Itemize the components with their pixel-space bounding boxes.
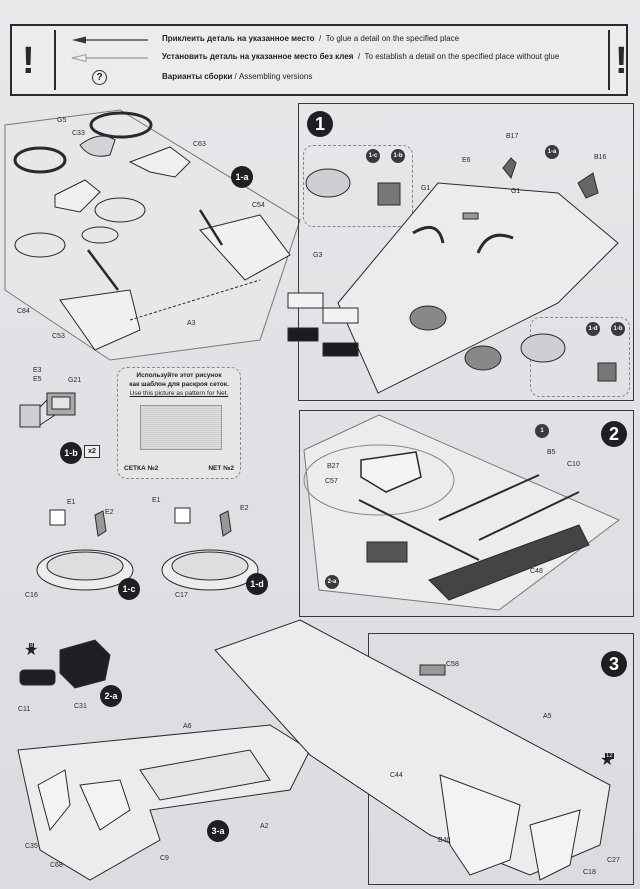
step-1a-drawing bbox=[4, 109, 301, 361]
step-badge-3a: 3-a bbox=[207, 820, 229, 842]
part-label: E1 bbox=[67, 499, 76, 506]
no-glue-arrow-icon bbox=[71, 53, 148, 63]
step-badge-2a: 2-a bbox=[100, 685, 122, 707]
divider bbox=[608, 30, 610, 90]
part-label: A3 bbox=[187, 320, 196, 327]
part-label: E2 bbox=[105, 509, 114, 516]
part-label: C58 bbox=[446, 661, 459, 668]
sep: / bbox=[357, 52, 361, 61]
callout-1d: 1-d bbox=[586, 322, 600, 336]
part-label: C17 bbox=[175, 592, 188, 599]
part-label: C54 bbox=[252, 202, 265, 209]
star-icon: ★12 bbox=[600, 752, 615, 769]
legend-versions-en: Assembling versions bbox=[238, 72, 313, 81]
legend-versions: Варианты сборки / Assembling versions bbox=[162, 72, 312, 81]
part-label: E5 bbox=[33, 376, 42, 383]
part-label: C63 bbox=[193, 141, 206, 148]
legend-glue: Приклеить деталь на указанное место / To… bbox=[162, 34, 459, 43]
net-en-label: NET №2 bbox=[208, 465, 234, 472]
sep: / bbox=[318, 34, 322, 43]
legend-no-glue: Установить деталь на указанное место без… bbox=[162, 52, 559, 61]
part-label: C84 bbox=[17, 308, 30, 315]
step-badge-1b: 1-b bbox=[60, 442, 82, 464]
warning-icon-right: ! bbox=[615, 40, 628, 82]
part-label: C33 bbox=[72, 130, 85, 137]
part-label: A5 bbox=[543, 713, 552, 720]
part-label: C68 bbox=[50, 862, 63, 869]
net-pattern-box: Используйте этот рисунок как шаблон для … bbox=[117, 367, 241, 479]
part-label: B16 bbox=[594, 154, 607, 161]
divider bbox=[54, 30, 56, 90]
part-label: C9 bbox=[160, 855, 169, 862]
star-number: 8 bbox=[29, 643, 35, 649]
part-label: G1 bbox=[421, 185, 431, 192]
step-1c-1d-drawing bbox=[36, 507, 259, 591]
warning-icon-left: ! bbox=[22, 40, 35, 82]
part-label: G5 bbox=[57, 117, 67, 124]
step-1-drawing bbox=[287, 157, 619, 394]
legend-no-glue-ru: Установить деталь на указанное место без… bbox=[162, 52, 354, 61]
sep: / bbox=[234, 72, 237, 81]
part-label: C35 bbox=[25, 843, 38, 850]
part-label: B40 bbox=[438, 837, 451, 844]
star-number: 12 bbox=[605, 753, 614, 759]
part-label: B27 bbox=[327, 463, 340, 470]
part-label: C11 bbox=[18, 706, 31, 713]
part-label: G1 bbox=[511, 188, 521, 195]
legend-no-glue-en: To establish a detail on the specified p… bbox=[364, 52, 560, 61]
quantity-badge: x2 bbox=[84, 445, 100, 458]
question-icon: ? bbox=[92, 70, 107, 85]
part-label: C57 bbox=[325, 478, 338, 485]
legend-box: ! Приклеить деталь на указанное место / … bbox=[10, 24, 628, 96]
part-label: C18 bbox=[583, 869, 596, 876]
step-badge-1c: 1-c bbox=[118, 578, 140, 600]
callout-2a: 2-a bbox=[325, 575, 339, 589]
part-label: G21 bbox=[68, 377, 82, 384]
part-label: E2 bbox=[240, 505, 249, 512]
step-2-panel bbox=[299, 410, 634, 617]
legend-glue-ru: Приклеить деталь на указанное место bbox=[162, 34, 315, 43]
callout-1c: 1-c bbox=[366, 149, 380, 163]
net-en: Use this picture as pattern for Net. bbox=[129, 390, 229, 397]
callout-1: 1 bbox=[535, 424, 549, 438]
glue-arrow-icon bbox=[72, 36, 148, 44]
step-badge-2: 2 bbox=[601, 421, 627, 447]
net-template bbox=[140, 405, 222, 450]
step-3-drawing bbox=[214, 619, 611, 881]
callout-1a: 1-a bbox=[545, 145, 559, 159]
legend-glue-en: To glue a detail on the specified place bbox=[325, 34, 460, 43]
step-3a-drawing bbox=[17, 724, 311, 881]
part-label: C10 bbox=[567, 461, 580, 468]
step-badge-3: 3 bbox=[601, 651, 627, 677]
part-label: G3 bbox=[313, 252, 323, 259]
part-label: C53 bbox=[52, 333, 65, 340]
part-label: E1 bbox=[152, 497, 161, 504]
step-2a-drawing bbox=[19, 639, 111, 689]
step-1b-drawing bbox=[19, 392, 76, 428]
part-label: A2 bbox=[260, 823, 269, 830]
step-badge-1: 1 bbox=[307, 111, 333, 137]
net-ru-line1: Используйте этот рисунок bbox=[136, 372, 222, 379]
detail-inset bbox=[303, 145, 413, 227]
step-2-drawing bbox=[303, 414, 620, 611]
star-icon: ★8 bbox=[24, 642, 39, 659]
net-ru-label: СЕТКА №2 bbox=[124, 465, 159, 472]
step-badge-1d: 1-d bbox=[246, 573, 268, 595]
part-label: E6 bbox=[462, 157, 471, 164]
callout-1b: 1-b bbox=[611, 322, 625, 336]
part-label: C48 bbox=[530, 568, 543, 575]
part-label: A6 bbox=[183, 723, 192, 730]
net-ru-line2: как шаблон для раскроя сеток. bbox=[129, 381, 229, 388]
step-badge-1a: 1-a bbox=[231, 166, 253, 188]
part-label: B17 bbox=[506, 133, 519, 140]
legend-versions-ru: Варианты сборки bbox=[162, 72, 233, 81]
part-label: B5 bbox=[547, 449, 556, 456]
part-label: E3 bbox=[33, 367, 42, 374]
step-1-panel bbox=[298, 103, 634, 401]
part-label: C27 bbox=[607, 857, 620, 864]
callout-1b: 1-b bbox=[391, 149, 405, 163]
part-label: C16 bbox=[25, 592, 38, 599]
part-label: C31 bbox=[74, 703, 87, 710]
part-label: C44 bbox=[390, 772, 403, 779]
